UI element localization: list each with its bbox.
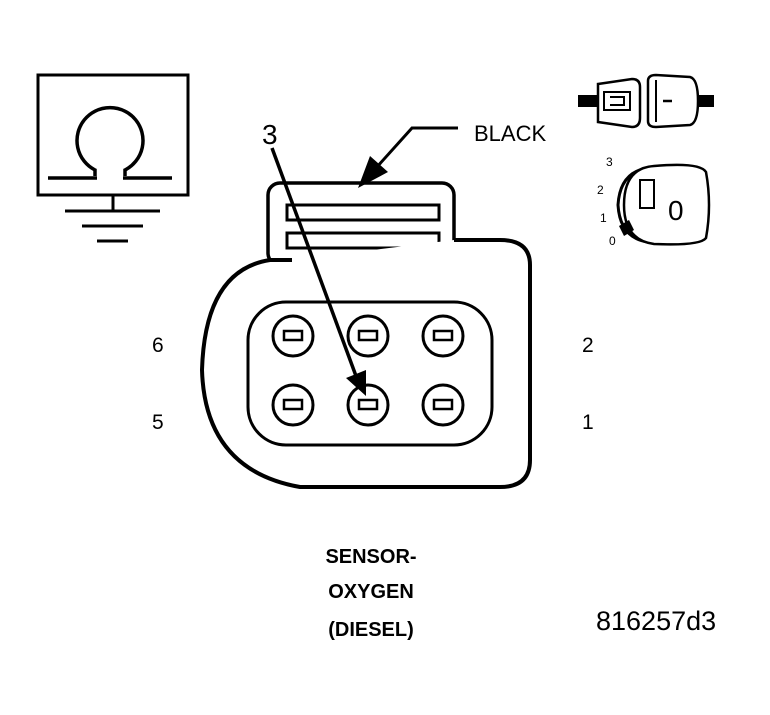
pin-label-1: 1 <box>582 411 594 434</box>
figure-id: 816257d3 <box>596 606 716 636</box>
pin-label-2: 2 <box>582 334 594 357</box>
color-leader-arrow <box>358 126 458 188</box>
caption-line-3: (DIESEL) <box>328 619 414 641</box>
ignition-position-2: 2 <box>597 183 604 197</box>
ignition-position-3: 3 <box>606 155 613 169</box>
cavity-2 <box>421 314 465 358</box>
pin-label-5: 5 <box>152 411 164 434</box>
ignition-position-1: 1 <box>600 211 607 225</box>
ignition-current-position: 0 <box>668 195 684 226</box>
caption-line-1: SENSOR- <box>325 546 416 568</box>
cavity-5 <box>271 383 315 427</box>
callout-pin-number: 3 <box>262 119 278 150</box>
ignition-position-0: 0 <box>609 234 616 248</box>
ignition-switch-icon <box>616 163 711 246</box>
cavity-1 <box>421 383 465 427</box>
cavity-4 <box>346 314 390 358</box>
cavity-3 <box>346 383 390 427</box>
caption-line-2: OXYGEN <box>328 581 414 603</box>
connector-halves-icon <box>578 73 714 129</box>
ground-icon <box>65 195 160 243</box>
connector-color-label: BLACK <box>474 121 546 146</box>
pin3-leader-arrow <box>270 147 366 396</box>
cavity-6 <box>271 314 315 358</box>
ohmmeter-icon <box>36 73 190 197</box>
pin-label-6: 6 <box>152 334 164 357</box>
